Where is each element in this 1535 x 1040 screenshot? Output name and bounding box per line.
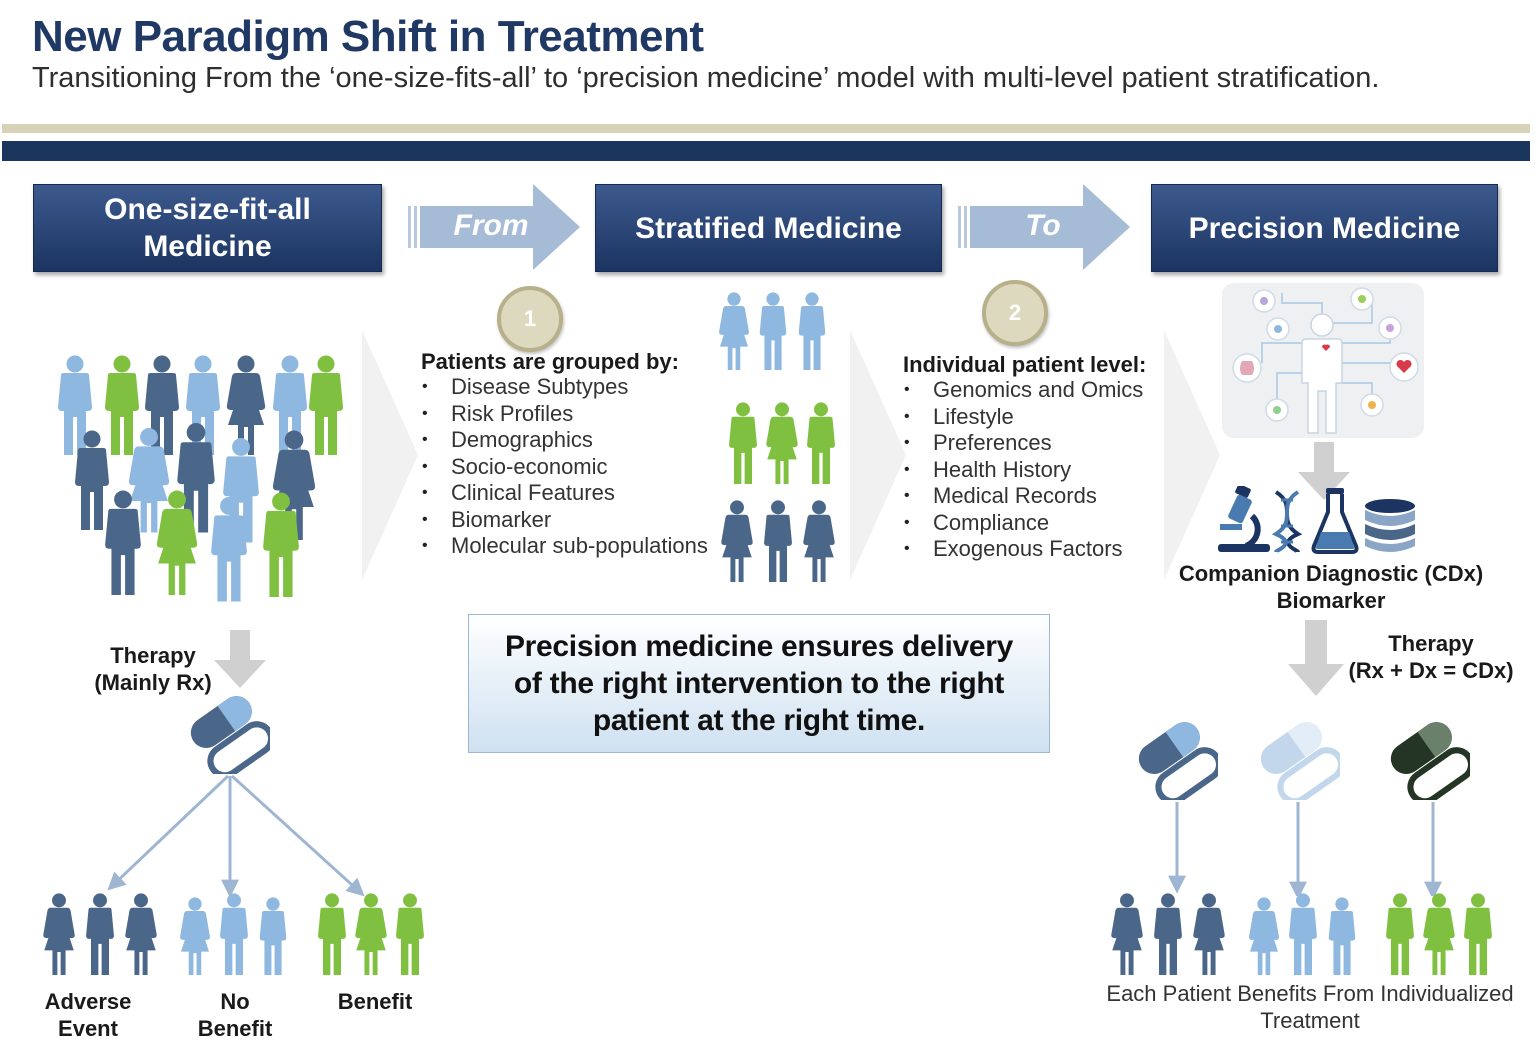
result-line2: Treatment [1260, 1008, 1360, 1033]
from-label: From [453, 209, 529, 242]
key-message-callout: Precision medicine ensures delivery of t… [468, 614, 1050, 753]
list-item: Socio-economic [422, 454, 708, 481]
list-item: Clinical Features [422, 480, 708, 507]
callout-line3: patient at the right time. [592, 704, 926, 737]
down-arrow-left [214, 630, 266, 688]
stage-precision-box: Precision Medicine [1151, 184, 1498, 272]
page-title: New Paradigm Shift in Treatment [32, 12, 704, 61]
branch-arrows-left [107, 774, 365, 898]
stage-stratified-label: Stratified Medicine [635, 211, 902, 245]
list-item: Preferences [904, 430, 1143, 457]
dark-blue-group-icon [721, 500, 835, 582]
right-therapy-line1: Therapy [1388, 631, 1474, 656]
chevron-bg-1 [362, 330, 418, 580]
outcome-benefit-label: Benefit [337, 989, 413, 1014]
callout-line2: of the right intervention to the right [513, 667, 1005, 700]
left-therapy-line2: (Mainly Rx) [94, 670, 212, 695]
to-label: To [1025, 209, 1061, 242]
adverse-event-group-icon [43, 893, 157, 975]
green-group-icon [729, 402, 835, 484]
left-therapy-label: Therapy (Mainly Rx) [88, 642, 218, 696]
pill-dark-green-icon [1390, 722, 1470, 800]
dna-icon [1272, 490, 1302, 554]
outcome-adverse-line2: Event [58, 1016, 118, 1040]
pill-capsule-icon [190, 696, 270, 774]
cdx-line2: Biomarker [1276, 588, 1386, 613]
microscope-icon [1218, 486, 1270, 552]
outcome-nobenefit-line1: No [220, 989, 250, 1014]
page-subtitle: Transitioning From the ‘one-size-fits-al… [32, 62, 1380, 94]
pill-to-group-arrows [1168, 802, 1442, 896]
stage-stratified-box: Stratified Medicine [595, 184, 942, 272]
list-item: Genomics and Omics [904, 377, 1143, 404]
list-item: Risk Profiles [422, 401, 708, 428]
right-green-group-icon [1386, 893, 1492, 975]
step-1-list: Disease Subtypes Risk Profiles Demograph… [422, 374, 708, 560]
list-item: Molecular sub-populations [422, 533, 708, 560]
step-2-badge: 2 [982, 280, 1048, 346]
list-item: Compliance [904, 510, 1143, 537]
benefit-group-icon [318, 893, 424, 975]
left-therapy-line1: Therapy [110, 643, 196, 668]
list-item: Medical Records [904, 483, 1143, 510]
divider-dark [2, 141, 1530, 161]
outcome-adverse-line1: Adverse [44, 989, 132, 1014]
step-2-heading: Individual patient level: [903, 352, 1147, 377]
chevron-bg-3 [1164, 330, 1220, 580]
stage-one-size-line2: Medicine [143, 230, 272, 263]
human-body-organs-icon [1222, 283, 1424, 438]
stage-one-size-line1: One-size-fit-all [104, 193, 311, 226]
right-therapy-line2: (Rx + Dx = CDx) [1348, 658, 1514, 683]
people-crowd-icon [58, 355, 343, 602]
step-2-list: Genomics and Omics Lifestyle Preferences… [904, 377, 1143, 563]
down-arrow-cdx [1298, 442, 1350, 500]
database-icon [1365, 499, 1415, 552]
result-caption: Each Patient Benefits From Individualize… [1104, 980, 1516, 1034]
list-item: Lifestyle [904, 404, 1143, 431]
divider-light [2, 124, 1530, 133]
light-blue-group-icon [719, 292, 826, 370]
list-item: Health History [904, 457, 1143, 484]
no-benefit-group-icon [180, 893, 287, 975]
to-arrow [958, 184, 1133, 270]
right-therapy-label: Therapy (Rx + Dx = CDx) [1345, 630, 1517, 684]
right-dark-blue-group-icon [1111, 893, 1225, 975]
pill-light-blue-icon [1260, 722, 1340, 800]
chevron-bg-2 [850, 330, 906, 580]
list-item: Disease Subtypes [422, 374, 708, 401]
stage-one-size-box: One-size-fit-all Medicine [33, 184, 382, 272]
flask-icon [1311, 488, 1359, 554]
cdx-label: Companion Diagnostic (CDx) Biomarker [1170, 560, 1492, 614]
outcome-nobenefit-label: No Benefit [180, 988, 290, 1040]
step-1-heading: Patients are grouped by: [421, 349, 679, 374]
outcome-nobenefit-line2: Benefit [197, 1016, 273, 1040]
step-1-badge: 1 [497, 286, 563, 352]
pill-dark-blue-icon [1138, 722, 1218, 800]
result-line1: Each Patient Benefits From Individualize… [1106, 981, 1514, 1006]
cdx-line1: Companion Diagnostic (CDx) [1178, 561, 1484, 586]
callout-line1: Precision medicine ensures delivery [504, 630, 1014, 663]
stage-precision-label: Precision Medicine [1188, 211, 1461, 245]
right-light-blue-group-icon [1249, 893, 1356, 975]
list-item: Exogenous Factors [904, 536, 1143, 563]
list-item: Demographics [422, 427, 708, 454]
outcome-adverse-label: Adverse Event [30, 988, 146, 1040]
list-item: Biomarker [422, 507, 708, 534]
down-arrow-right [1288, 620, 1344, 696]
from-arrow [408, 184, 583, 270]
